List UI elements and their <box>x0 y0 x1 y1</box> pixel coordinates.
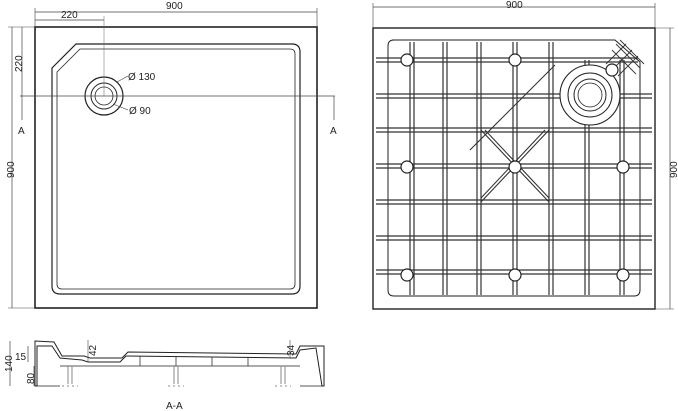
depth-dim-text: 900 <box>6 161 17 178</box>
tray-basin-edge <box>56 48 296 290</box>
left-step-dim-text: 42 <box>88 344 99 356</box>
bottom-depth-dim-text: 900 <box>669 161 678 178</box>
section-view: 140 15 80 42 34 A-A <box>4 340 325 411</box>
bottom-width-dim-text: 900 <box>506 0 523 11</box>
section-profile <box>34 340 325 387</box>
width-dim-text: 900 <box>166 1 183 12</box>
offset-v-dim-text: 220 <box>14 55 25 72</box>
bottom-drain-ring <box>567 72 613 118</box>
section-support-legs <box>62 366 291 387</box>
section-mark-left: A <box>18 126 25 137</box>
diameter-130-leader <box>116 75 129 83</box>
base-dim-text: 80 <box>26 372 37 384</box>
section-label: A-A <box>166 401 183 411</box>
bottom-drain-core <box>577 82 603 108</box>
offset-dim-text: 220 <box>61 10 78 21</box>
bottom-drain-inner <box>573 78 607 112</box>
outer-diameter-label: Ø 130 <box>128 72 156 83</box>
tray-inner-rim <box>51 43 301 295</box>
section-mark-right: A <box>330 126 337 137</box>
rim-dim-text: 15 <box>15 352 27 363</box>
tray-outer-outline <box>34 26 318 309</box>
inner-diameter-label: Ø 90 <box>129 106 151 117</box>
bottom-inner-frame <box>387 39 641 297</box>
support-feet <box>400 53 630 282</box>
right-step-dim-text: 34 <box>286 344 297 356</box>
bottom-drain-outer <box>559 64 621 126</box>
top-view: A A 900 220 900 220 Ø 130 Ø 90 <box>6 1 337 309</box>
bottom-view: 900 900 <box>372 0 678 310</box>
diameter-90-leader <box>112 103 129 111</box>
section-ribs <box>139 356 249 366</box>
total-height-dim-text: 140 <box>4 355 15 372</box>
